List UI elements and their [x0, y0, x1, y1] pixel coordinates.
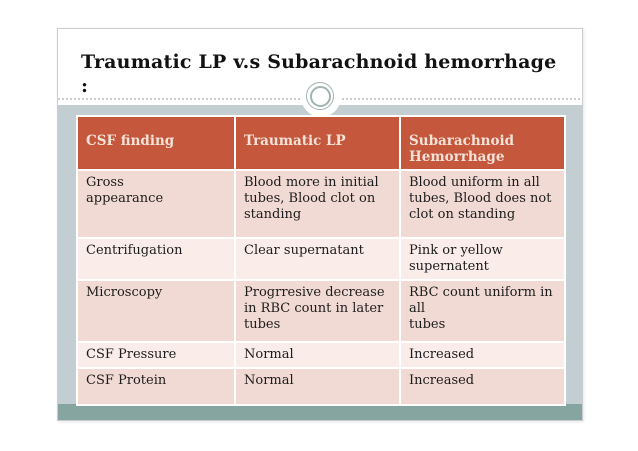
circle-ornament-icon	[306, 82, 334, 110]
cell-row-label: Microscopy	[78, 281, 234, 341]
cell-value: Increased	[401, 369, 564, 404]
cell-value: Normal	[236, 343, 399, 367]
presentation-slide: Traumatic LP v.s Subarachnoid hemorrhage…	[57, 28, 583, 421]
cell-value: Blood more in initial tubes, Blood clot …	[236, 171, 399, 237]
cell-value: Blood uniform in all tubes, Blood does n…	[401, 171, 564, 237]
cell-row-label: CSF Protein	[78, 369, 234, 404]
table-row: Centrifugation Clear supernatant Pink or…	[78, 239, 564, 279]
cell-value: Increased	[401, 343, 564, 367]
header-cell-traumatic-lp: Traumatic LP	[236, 117, 399, 169]
cell-value: Clear supernatant	[236, 239, 399, 279]
cell-value: Pink or yellow supernatent	[401, 239, 564, 279]
cell-value: Progrresive decrease in RBC count in lat…	[236, 281, 399, 341]
header-cell-csf-finding: CSF finding	[78, 117, 234, 169]
footer-accent-bar	[58, 404, 582, 420]
cell-row-label: Gross appearance	[78, 171, 234, 237]
table-row: CSF Pressure Normal Increased	[78, 343, 564, 367]
slide-title: Traumatic LP v.s Subarachnoid hemorrhage…	[81, 51, 557, 97]
table-row: CSF Protein Normal Increased	[78, 369, 564, 404]
comparison-table: CSF finding Traumatic LP Subarachnoid He…	[76, 115, 566, 406]
circle-ornament-inner-ring	[309, 85, 331, 107]
header-cell-subarachnoid-hemorrhage: Subarachnoid Hemorrhage	[401, 117, 564, 169]
cell-row-label: CSF Pressure	[78, 343, 234, 367]
table-row: Microscopy Progrresive decrease in RBC c…	[78, 281, 564, 341]
table-row: Gross appearance Blood more in initial t…	[78, 171, 564, 237]
cell-value: RBC count uniform in all tubes	[401, 281, 564, 341]
cell-row-label: Centrifugation	[78, 239, 234, 279]
cell-value: Normal	[236, 369, 399, 404]
table-header-row: CSF finding Traumatic LP Subarachnoid He…	[78, 117, 564, 169]
